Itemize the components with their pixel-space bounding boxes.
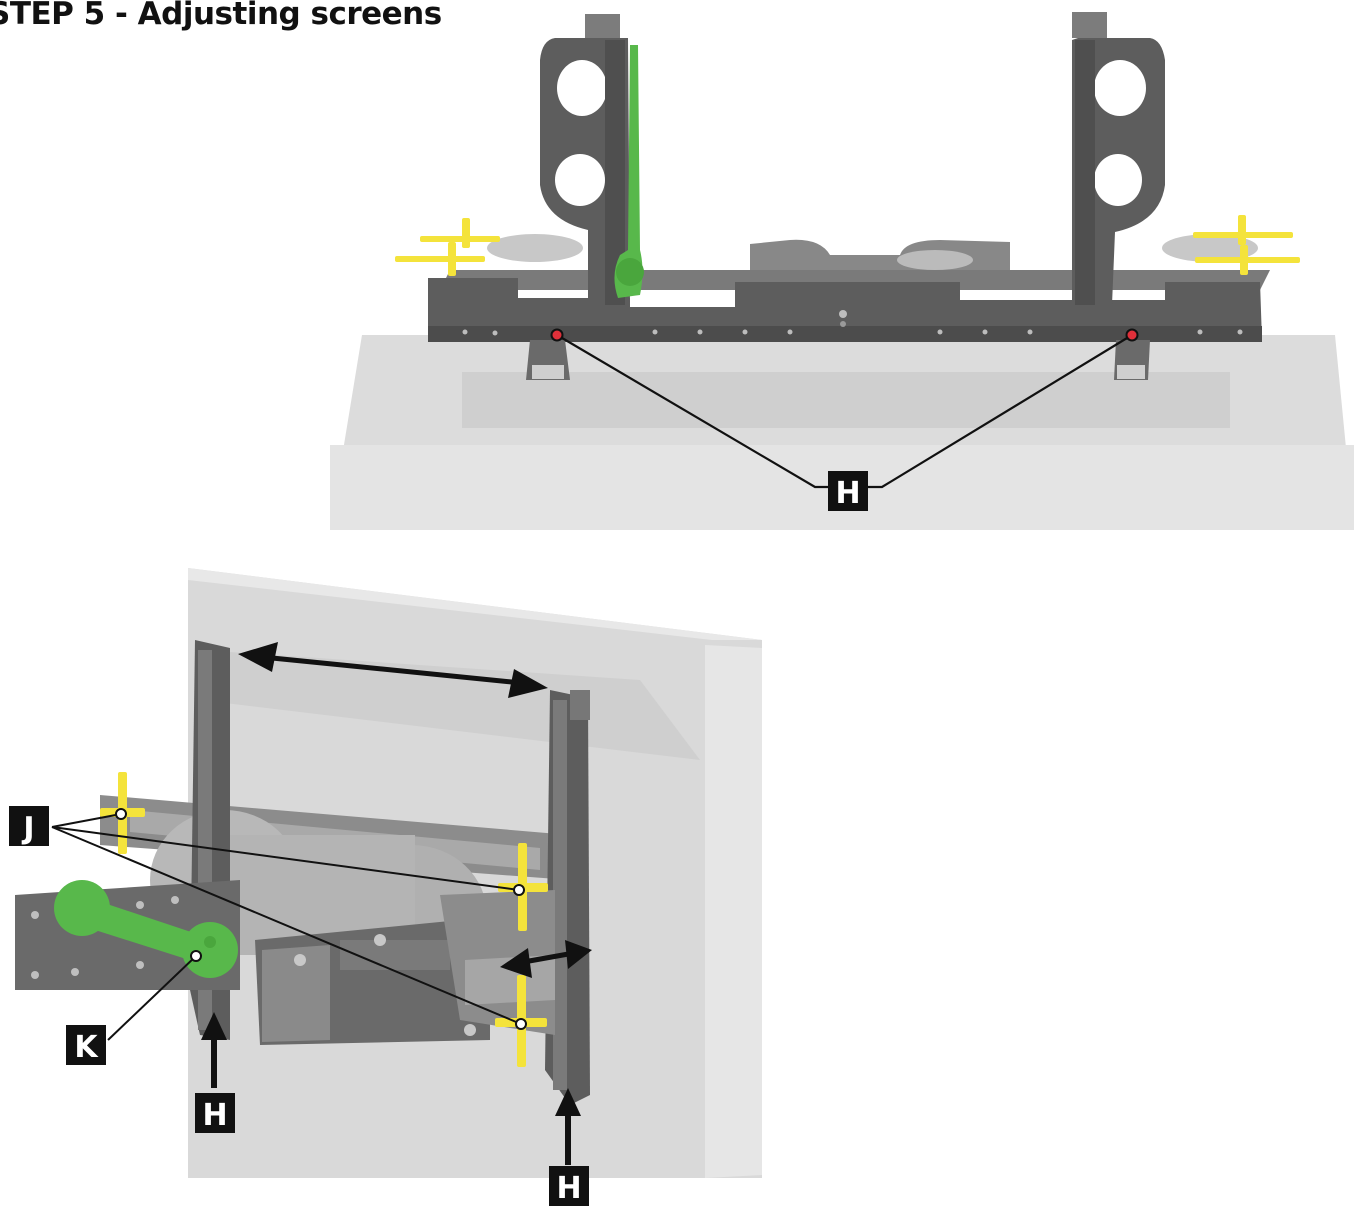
depth-double-arrow xyxy=(500,940,592,978)
label-h-bottom-right: H xyxy=(549,1166,589,1206)
top-spanner xyxy=(614,45,643,298)
label-j: J xyxy=(9,806,49,846)
width-double-arrow xyxy=(238,642,548,698)
j-point-2 xyxy=(513,884,525,896)
j-point-3 xyxy=(515,1018,527,1030)
top-left-knobs xyxy=(395,218,500,276)
j-point-1 xyxy=(115,808,127,820)
label-h-bottom-right-text: H xyxy=(556,1171,581,1206)
top-view: H xyxy=(330,12,1354,530)
h-arrow-right xyxy=(555,1088,581,1165)
h-arrow-left xyxy=(201,1012,227,1088)
top-h-point-right xyxy=(1125,328,1139,342)
label-h-top: H xyxy=(828,471,868,511)
j-leaders xyxy=(51,813,522,1025)
label-k-text: K xyxy=(74,1030,99,1065)
label-h-bottom-left-text: H xyxy=(202,1098,227,1133)
top-wall-recess xyxy=(462,372,1230,428)
page-title: STEP 5 - Adjusting screens xyxy=(0,0,442,32)
top-bracket-bar xyxy=(428,278,1262,340)
k-point xyxy=(190,950,202,962)
top-h-point-left xyxy=(550,328,564,342)
top-h-leaders xyxy=(556,334,1133,489)
top-right-knobs xyxy=(1193,215,1300,275)
bottom-spanner xyxy=(54,880,238,978)
k-leader xyxy=(107,955,197,1041)
label-h-top-text: H xyxy=(835,476,860,511)
label-k: K xyxy=(66,1025,106,1065)
label-j-text: J xyxy=(21,811,34,846)
label-h-bottom-left: H xyxy=(195,1093,235,1133)
bottom-view: J K H H xyxy=(9,568,762,1206)
